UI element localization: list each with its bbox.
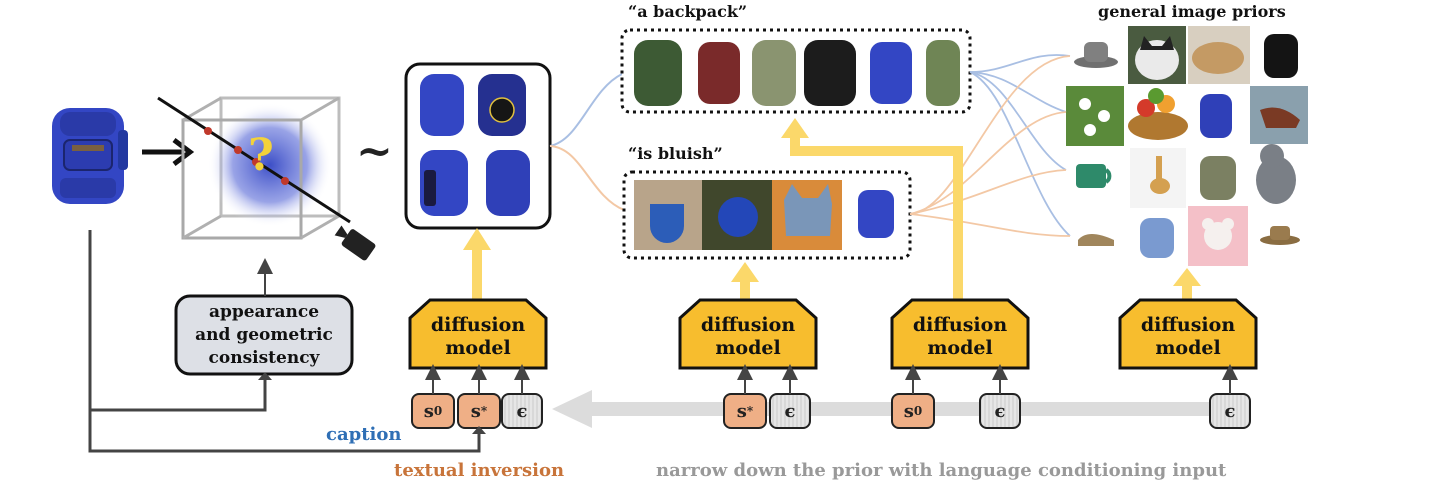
consistency-line-1: appearance: [208, 301, 320, 322]
sneaker-icon: [1078, 234, 1114, 246]
diffusion-model-2-line2: model: [715, 337, 781, 359]
caption-label: caption: [326, 424, 402, 445]
token-epsilon-2: ϵ: [784, 400, 796, 422]
diffusion-model-4-line1: diffusion: [1140, 314, 1236, 336]
shoe-icon: [1250, 86, 1308, 144]
token-s0-2-sub: 0: [913, 404, 923, 418]
fedora-icon: [1260, 226, 1300, 245]
cat-icon: [1128, 26, 1186, 84]
fruit-basket-icon: [1128, 88, 1188, 140]
apple-icon: [718, 197, 758, 237]
bluish-samples-row: [634, 180, 894, 250]
token-s0-1-sub: 0: [433, 404, 443, 418]
diffusion-model-2-line1: diffusion: [700, 314, 796, 336]
diffusion-shapes: [408, 298, 1258, 370]
diffusion-model-3: diffusion model: [892, 314, 1028, 360]
token-s0-2-base: s: [903, 400, 914, 422]
consistency-box: appearance and geometric consistency: [176, 296, 352, 374]
narrow-down-label: narrow down the prior with language cond…: [656, 460, 1227, 481]
diffusion-model-4: diffusion model: [1120, 314, 1256, 360]
consistency-line-2: and geometric: [195, 324, 333, 345]
consistency-line-3: consistency: [208, 347, 320, 368]
cup-icon: [1076, 164, 1112, 188]
question-mark: ?: [248, 130, 274, 181]
small-backpack-icon: [1264, 34, 1298, 78]
token-arrows: [257, 258, 1238, 394]
input-flow-lines: [88, 230, 481, 453]
language-arrow-head: [552, 390, 592, 428]
token-sstar-1-base: s: [470, 400, 481, 422]
teddy-bear-icon: [1188, 206, 1248, 266]
blue-backpack-icon: [1200, 94, 1232, 138]
token-s0-1-base: s: [423, 400, 434, 422]
token-sstar-2-sub: *: [746, 404, 754, 418]
token-sstar-2: s*: [724, 394, 766, 428]
token-epsilon-4: ϵ: [1224, 400, 1236, 422]
input-backpack-icon: [52, 108, 128, 204]
general-priors-label: general image priors: [1098, 2, 1286, 21]
diffusion-model-2: diffusion model: [680, 314, 816, 360]
sample-from-symbol: ~: [356, 126, 393, 177]
cat-painting-icon: [784, 184, 832, 236]
camera-icon: [334, 225, 376, 261]
diffusion-model-1-line1: diffusion: [430, 314, 526, 336]
diffusion-model-3-line1: diffusion: [912, 314, 1008, 336]
khaki-backpack-icon: [1200, 156, 1236, 200]
diffusion-model-1-line2: model: [445, 337, 511, 359]
token-sstar-1-sub: *: [480, 404, 488, 418]
generated-backpack-icon: [420, 74, 530, 216]
token-sstar-1: s*: [458, 394, 500, 428]
prior-links: [909, 54, 1071, 237]
diffusion-model-3-line2: model: [927, 337, 993, 359]
token-sstar-2-base: s: [736, 400, 747, 422]
patterned-backpack-icon: [1140, 218, 1174, 258]
token-epsilon-3: ϵ: [994, 400, 1006, 422]
diffusion-model-1: diffusion model: [410, 314, 546, 360]
nerf-cube-diagram: [157, 96, 351, 240]
bluish-prompt-label: “is bluish”: [628, 144, 723, 163]
token-epsilon-1: ϵ: [516, 400, 528, 422]
token-boxes: [411, 393, 1251, 429]
flowers-icon: [1066, 86, 1124, 146]
gray-cat-icon: [1256, 144, 1296, 204]
backpack-samples-row: [634, 40, 960, 106]
diffusion-model-4-line2: model: [1155, 337, 1221, 359]
backpack-prompt-label: “a backpack”: [628, 2, 748, 21]
giraffe-icon: [1130, 148, 1186, 208]
general-priors-grid: [1066, 26, 1308, 266]
yellow-arrows: [463, 118, 1201, 300]
textual-inversion-label: textual inversion: [394, 460, 565, 481]
bread-icon: [1188, 26, 1250, 84]
hat-icon: [1074, 42, 1118, 68]
